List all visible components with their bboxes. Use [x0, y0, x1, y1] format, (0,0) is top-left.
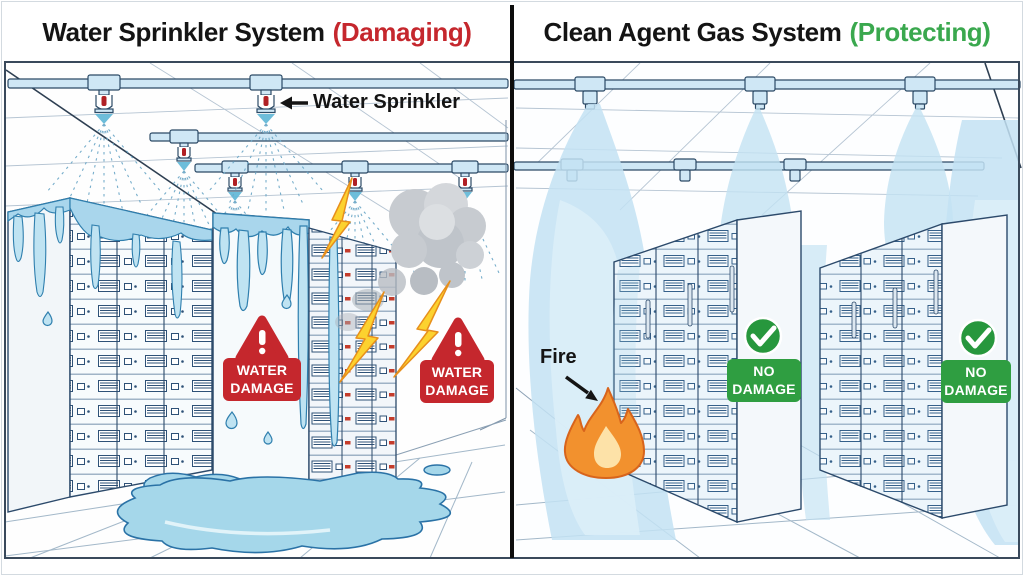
badge-line: DAMAGE [944, 381, 1008, 398]
badge-line: NO [753, 363, 775, 379]
gas-nozzle-icon [679, 169, 691, 182]
right-panel-scene [513, 62, 1022, 559]
sprinkler-head-icon [457, 172, 473, 201]
water-damage-badge: WATER DAMAGE [420, 360, 494, 403]
smoke-cloud-icon [335, 183, 486, 331]
gas-nozzle-icon [912, 90, 928, 105]
sprinkler-head-icon [176, 142, 192, 171]
water-on-rack [7, 197, 71, 223]
gas-nozzle-icon [789, 169, 801, 182]
sprinkler-head-icon [227, 172, 243, 201]
water-puddles [116, 464, 452, 554]
server-rack-group [7, 197, 213, 513]
panel-divider [510, 5, 514, 558]
water-sprinkler-label: Water Sprinkler [313, 91, 461, 113]
gas-pipes [513, 76, 1021, 182]
right-panel-title-text: Clean Agent Gas System [543, 16, 842, 47]
badge-line: WATER [431, 364, 483, 380]
sprinkler-pipes [7, 74, 509, 174]
water-drips [12, 206, 183, 319]
no-damage-badge: NO DAMAGE [727, 359, 801, 402]
water-spray-cones [45, 123, 500, 296]
left-panel-title: Water Sprinkler System (Damaging) [6, 12, 508, 52]
badge-line: DAMAGE [732, 380, 796, 397]
lightning-bolt-icons [321, 177, 451, 383]
right-panel-status-text: (Protecting) [849, 16, 991, 47]
sprinkler-head-icon [94, 89, 114, 124]
water-drips [219, 225, 309, 430]
no-damage-badge: NO DAMAGE [941, 360, 1011, 403]
badge-line: WATER [236, 362, 288, 378]
flame-icon [563, 387, 645, 479]
left-panel-status-text: (Damaging) [332, 16, 472, 47]
badge-line: NO [965, 364, 987, 380]
left-panel-scene [4, 62, 509, 559]
right-panel-title: Clean Agent Gas System (Protecting) [516, 12, 1018, 52]
sprinkler-head-icon [256, 89, 276, 124]
gas-nozzle-icon [582, 90, 598, 105]
water-sprinkler-arrow [280, 96, 308, 110]
water-on-rack [69, 197, 213, 242]
check-circle-icon [743, 316, 783, 356]
water-damage-badge: WATER DAMAGE [223, 358, 301, 401]
fire-arrow [564, 375, 598, 401]
badge-line: DAMAGE [230, 379, 294, 396]
gas-nozzle-icon [752, 90, 768, 105]
water-drip [328, 236, 340, 447]
left-panel-title-text: Water Sprinkler System [42, 16, 325, 47]
fire-label: Fire [540, 346, 577, 368]
badge-line: DAMAGE [425, 381, 489, 398]
check-circle-icon [958, 318, 998, 358]
